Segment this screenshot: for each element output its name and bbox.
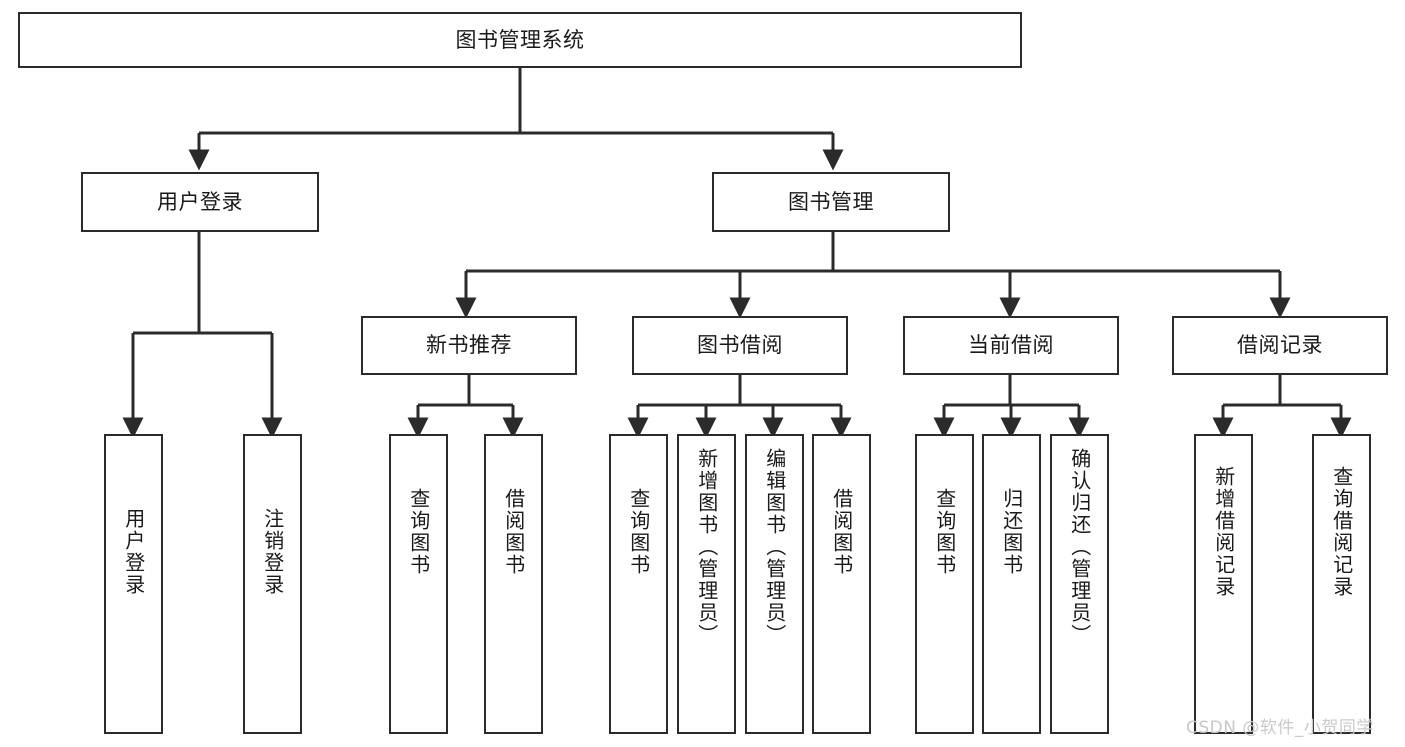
node-leaf-confirm-return-label: 确认归还（管理员） [1067, 448, 1092, 646]
node-leaf-query-book-1[interactable]: 查询图书 [389, 434, 448, 734]
node-leaf-borrow-book-1[interactable]: 借阅图书 [484, 434, 543, 734]
node-root[interactable]: 图书管理系统 [18, 12, 1022, 68]
node-leaf-query-book-2-label: 查询图书 [626, 488, 651, 576]
node-leaf-return-book[interactable]: 归还图书 [982, 434, 1041, 734]
node-leaf-add-book[interactable]: 新增图书（管理员） [677, 434, 736, 734]
node-current-borrow[interactable]: 当前借阅 [903, 316, 1119, 375]
node-leaf-add-record[interactable]: 新增借阅记录 [1194, 434, 1253, 734]
node-borrow-record-label: 借阅记录 [1237, 333, 1323, 358]
node-leaf-logout-login[interactable]: 注销登录 [243, 434, 302, 734]
node-leaf-borrow-book-1-label: 借阅图书 [501, 488, 526, 576]
node-leaf-query-book-3[interactable]: 查询图书 [915, 434, 974, 734]
node-current-borrow-label: 当前借阅 [968, 333, 1054, 358]
csdn-watermark: CSDN @软件_小贺同学 [1186, 718, 1374, 738]
node-leaf-add-record-label: 新增借阅记录 [1211, 466, 1236, 598]
node-new-book-recommend[interactable]: 新书推荐 [361, 316, 577, 375]
node-leaf-query-book-1-label: 查询图书 [406, 488, 431, 576]
node-new-book-recommend-label: 新书推荐 [426, 333, 512, 358]
node-leaf-query-book-2[interactable]: 查询图书 [609, 434, 668, 734]
node-book-management[interactable]: 图书管理 [712, 172, 950, 232]
node-book-management-label: 图书管理 [788, 189, 874, 214]
node-borrow-record[interactable]: 借阅记录 [1172, 316, 1388, 375]
node-leaf-borrow-book-2-label: 借阅图书 [829, 488, 854, 576]
node-leaf-user-login[interactable]: 用户登录 [104, 434, 163, 734]
node-leaf-query-record-label: 查询借阅记录 [1329, 466, 1354, 598]
node-book-borrow[interactable]: 图书借阅 [632, 316, 848, 375]
node-user-login-label: 用户登录 [157, 189, 243, 214]
node-leaf-confirm-return[interactable]: 确认归还（管理员） [1050, 434, 1109, 734]
node-leaf-add-book-label: 新增图书（管理员） [694, 448, 719, 646]
node-leaf-borrow-book-2[interactable]: 借阅图书 [812, 434, 871, 734]
node-leaf-edit-book-label: 编辑图书（管理员） [762, 448, 787, 646]
node-leaf-user-login-label: 用户登录 [121, 508, 146, 596]
node-user-login[interactable]: 用户登录 [81, 172, 319, 232]
node-leaf-edit-book[interactable]: 编辑图书（管理员） [745, 434, 804, 734]
node-root-label: 图书管理系统 [455, 27, 585, 52]
node-leaf-query-book-3-label: 查询图书 [932, 488, 957, 576]
node-leaf-return-book-label: 归还图书 [999, 488, 1024, 576]
node-leaf-query-record[interactable]: 查询借阅记录 [1312, 434, 1371, 734]
node-book-borrow-label: 图书借阅 [697, 333, 783, 358]
node-leaf-logout-login-label: 注销登录 [260, 508, 285, 596]
